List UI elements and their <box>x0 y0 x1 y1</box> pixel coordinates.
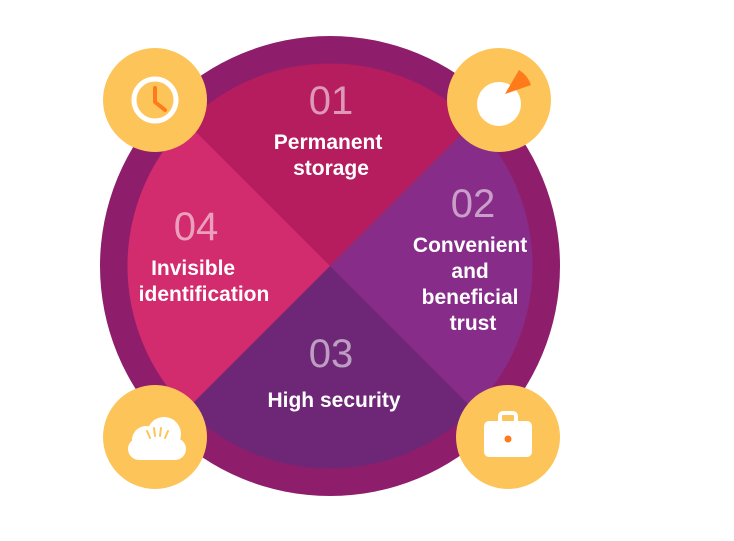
segment-label-line: identification <box>139 283 270 306</box>
briefcase-icon <box>484 411 532 457</box>
segment-number: 03 <box>309 332 354 376</box>
segment-label-line: beneficial <box>422 286 519 309</box>
segment-label: High security <box>267 389 400 412</box>
segment-01: 01 Permanent storage <box>274 79 388 180</box>
segment-label-line: storage <box>293 157 369 180</box>
segment-label: Permanent storage <box>274 131 388 180</box>
cloud-icon <box>128 417 186 460</box>
quadrant-04 <box>127 122 330 410</box>
segment-number: 01 <box>309 79 354 123</box>
quadrant-02 <box>330 122 533 410</box>
segment-label-line: Invisible <box>151 257 235 280</box>
segment-03: 03 High security <box>267 332 400 412</box>
segment-label-line: Permanent <box>274 131 383 154</box>
clock-icon <box>131 76 179 124</box>
pie-chart-icon <box>477 70 531 126</box>
quadrant-03 <box>186 266 474 469</box>
segment-02: 02 Convenient and beneficial trust <box>413 182 533 335</box>
badge-pie-chart <box>447 48 551 152</box>
segment-number: 02 <box>451 182 496 226</box>
badge-briefcase <box>456 385 560 489</box>
quadrant-01 <box>186 63 474 266</box>
badge-cloud <box>103 385 207 489</box>
segment-number: 04 <box>174 205 219 249</box>
badge-clock <box>103 48 207 152</box>
segment-label-line: trust <box>450 312 497 335</box>
segment-label: Invisible identification <box>139 257 270 306</box>
segment-label-line: Convenient <box>413 234 527 257</box>
segment-label: Convenient and beneficial trust <box>413 234 533 335</box>
segment-04: 04 Invisible identification <box>139 205 270 306</box>
segment-label-line: and <box>451 260 488 283</box>
quadrants <box>127 63 533 469</box>
